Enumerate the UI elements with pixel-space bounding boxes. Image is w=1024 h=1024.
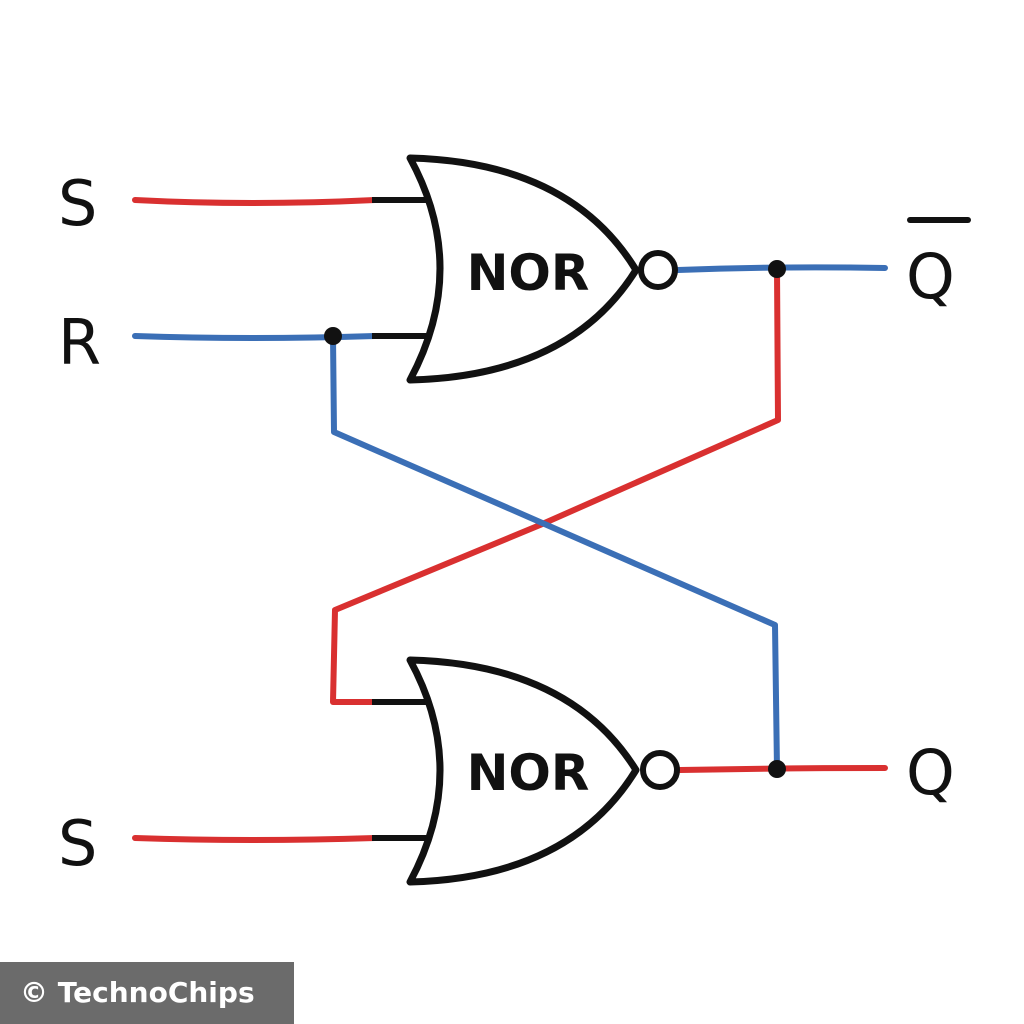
nor-gate-top: NOR (406, 154, 678, 384)
wire-bottom-s (132, 835, 378, 843)
label-q: Q (906, 736, 955, 809)
inversion-bubble-bottom (640, 750, 680, 790)
wire-top-s (132, 197, 378, 206)
junction-dot-r (324, 327, 342, 345)
feedback-wire-q-bar (330, 267, 781, 705)
gate-label-bottom: NOR (467, 744, 590, 802)
junction-dot-q-bar (768, 260, 786, 278)
label-top-s: S (58, 167, 97, 240)
watermark-badge: © TechnoChips (0, 962, 294, 1024)
gate-label-top: NOR (467, 244, 590, 302)
label-q-bar-group: Q (906, 217, 971, 313)
inversion-bubble-top (638, 250, 678, 290)
label-q-bar: Q (906, 240, 955, 313)
junction-dot-q (768, 760, 786, 778)
nor-gate-bottom: NOR (406, 656, 680, 886)
label-bottom-s: S (58, 807, 97, 880)
wire-r (132, 333, 378, 341)
feedback-wire-q (330, 333, 780, 773)
label-r: R (58, 306, 101, 379)
